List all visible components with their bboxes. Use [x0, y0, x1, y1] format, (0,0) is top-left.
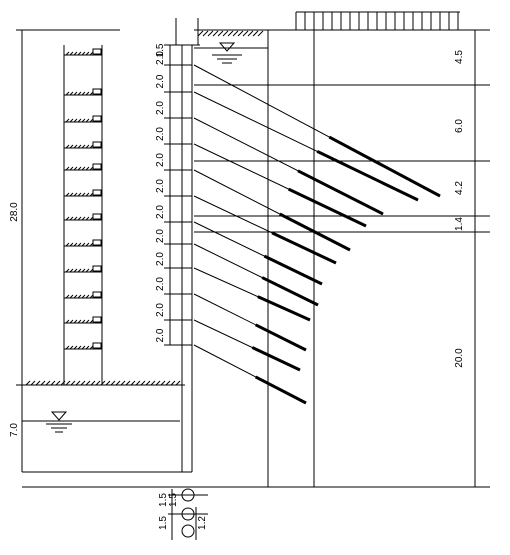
floor-slab [64, 213, 102, 221]
floor-slab [64, 115, 102, 123]
floor-slab [64, 189, 102, 197]
anchor-spacing-label: 2.0 [155, 101, 166, 115]
ground-anchor [193, 91, 419, 202]
layer-thickness-labels: 4.5 6.0 4.2 1.4 20.0 [454, 50, 465, 368]
dimension-28 [16, 29, 120, 386]
ground-anchor [193, 243, 319, 307]
floor-slab [64, 163, 102, 171]
anchor-spacing-label: 2.0 [155, 277, 166, 291]
anchor-spacing-label: 2.0 [155, 205, 166, 219]
ground-anchor [193, 64, 441, 198]
ground-anchor [193, 143, 367, 228]
floor-slab [64, 48, 102, 56]
anchor-spacing-label: 2.0 [155, 153, 166, 167]
floor-slab [64, 239, 102, 247]
layer-thickness-label: 1.4 [454, 217, 465, 231]
excavation-ground [21, 384, 185, 473]
bottom-dim-1: 1.5 [158, 493, 169, 507]
bottom-dim-4: 1.2 [197, 516, 208, 530]
ground-anchor [193, 117, 384, 216]
anchor-spacing-labels: 1.52.02.02.02.02.02.02.02.02.02.02.02.0 [155, 43, 166, 342]
building-floors [64, 48, 102, 350]
floor-slab [64, 291, 102, 299]
layer-thickness-label: 6.0 [454, 119, 465, 133]
water-table-right-icon [212, 42, 242, 64]
floor-slab [64, 265, 102, 273]
floor-slab [64, 342, 102, 350]
anchor-spacing-label: 2.0 [155, 179, 166, 193]
ground-surface [194, 29, 490, 49]
ground-anchor [193, 267, 311, 322]
layer-thickness-label: 4.5 [454, 50, 465, 64]
ground-anchors [193, 64, 441, 405]
anchor-spacing-label: 1.5 [155, 43, 166, 57]
ground-anchor [193, 319, 301, 372]
ground-anchor [193, 344, 307, 405]
anchor-spacing-label: 2.0 [155, 229, 166, 243]
anchor-spacing-ticks [164, 44, 192, 346]
soil-layer-boundaries [194, 84, 490, 233]
ground-anchor [193, 221, 323, 286]
layer-thickness-label: 4.2 [454, 181, 465, 195]
dim-label-7: 7.0 [9, 423, 20, 437]
bottom-dim-3: 1.5 [158, 516, 169, 530]
bottom-dim-2: 1.5 [168, 493, 179, 507]
water-table-triangle-icon [46, 411, 72, 433]
building-frame [63, 45, 103, 385]
ground-anchor [193, 169, 351, 252]
ground-hatch-right [197, 30, 264, 37]
anchor-spacing-label: 2.0 [155, 328, 166, 342]
ground-anchor [193, 293, 307, 352]
anchor-spacing-label: 2.0 [155, 74, 166, 88]
surcharge-load-icon [295, 11, 460, 30]
soil-verticals [267, 30, 476, 487]
anchor-spacing-label: 2.0 [155, 303, 166, 317]
floor-slab [64, 316, 102, 324]
dim-label-28: 28.0 [9, 202, 20, 222]
layer-thickness-label: 20.0 [454, 348, 465, 368]
bottom-piles [168, 488, 208, 540]
floor-slab [64, 88, 102, 96]
anchor-spacing-label: 2.0 [155, 127, 166, 141]
anchor-spacing-label: 2.0 [155, 252, 166, 266]
ground-hatch-icon [25, 380, 181, 386]
ground-anchor [193, 195, 337, 265]
floor-slab [64, 141, 102, 149]
anchor-spacing-label: 2.0 [155, 51, 166, 65]
